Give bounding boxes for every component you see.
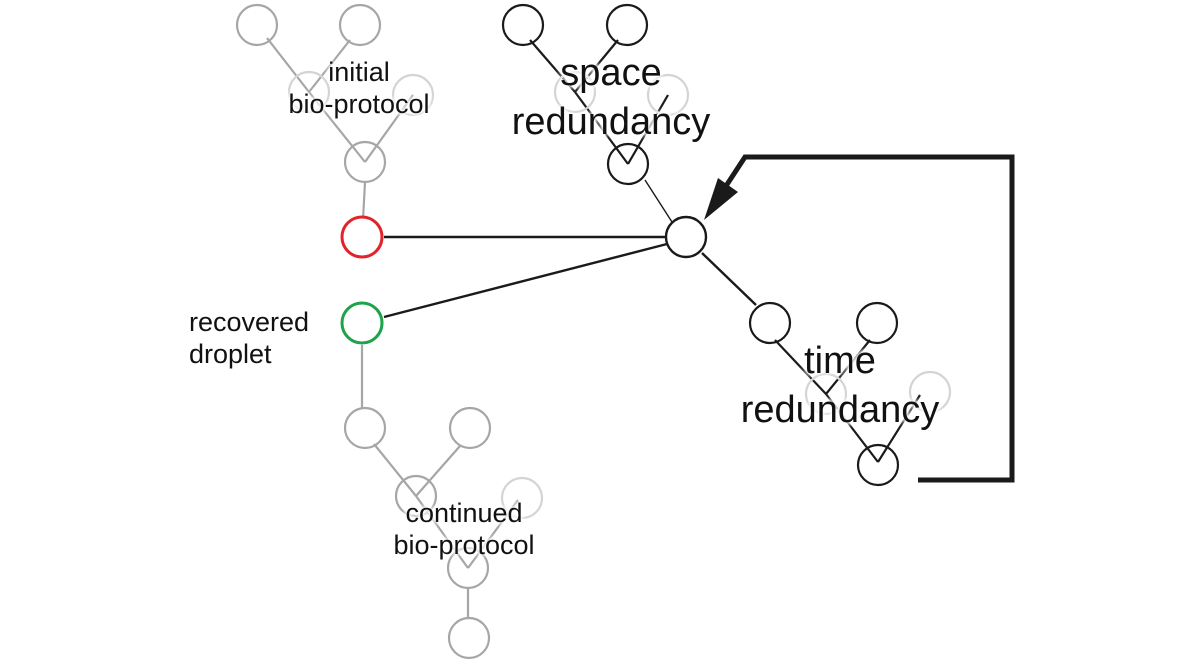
time-node <box>804 372 848 416</box>
continued-node <box>447 616 491 660</box>
edge <box>574 39 619 93</box>
initial-node <box>338 3 382 47</box>
edge <box>529 39 576 93</box>
space-redundancy-tree <box>501 3 690 223</box>
time-node <box>855 301 899 345</box>
continued-protocol-tree <box>343 345 544 660</box>
space-node <box>606 142 650 186</box>
edge <box>373 443 417 497</box>
time-node <box>856 443 900 487</box>
edge <box>467 499 519 569</box>
space-node <box>553 70 597 114</box>
recovered-droplet-node <box>340 301 384 345</box>
hub-node <box>664 215 708 259</box>
continued-node <box>394 474 438 518</box>
edge <box>308 39 351 93</box>
space-node <box>501 3 545 47</box>
initial-node <box>391 73 435 117</box>
continued-node <box>500 476 544 520</box>
edge <box>825 393 879 463</box>
edge <box>415 495 469 569</box>
feedback-loop-line <box>723 154 1015 483</box>
edge <box>825 339 871 395</box>
failed-droplet-node <box>340 215 384 259</box>
edge <box>574 91 629 165</box>
edge <box>361 181 367 221</box>
continued-node <box>343 406 387 450</box>
initial-node <box>235 3 279 47</box>
edge <box>415 445 461 497</box>
initial-protocol-tree <box>235 3 435 221</box>
time-node <box>748 301 792 345</box>
edge <box>266 37 310 93</box>
initial-node <box>287 70 331 114</box>
continued-node <box>446 546 490 590</box>
edge-hub-to-recovered <box>383 242 668 319</box>
hub-connections <box>383 235 757 319</box>
edge-hub-to-time <box>701 252 757 306</box>
space-node <box>605 3 649 47</box>
edge <box>364 94 414 163</box>
space-node <box>646 73 690 117</box>
edge <box>644 179 673 223</box>
time-node <box>908 370 952 414</box>
continued-node <box>448 406 492 450</box>
edge <box>308 91 366 163</box>
feedback-arrowhead <box>704 178 738 220</box>
edge <box>877 394 921 463</box>
edge <box>627 94 669 165</box>
time-redundancy-tree <box>748 301 952 487</box>
initial-node <box>343 140 387 184</box>
edge <box>774 339 827 395</box>
